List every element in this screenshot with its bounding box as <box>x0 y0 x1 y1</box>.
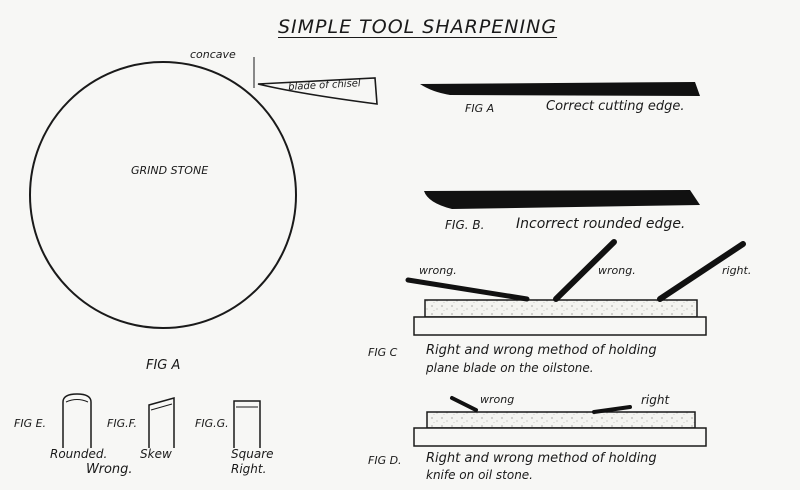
fig-a-caption: Correct cutting edge. <box>546 99 685 114</box>
page-title: SIMPLE TOOL SHARPENING <box>278 16 558 38</box>
fig-b-label: FIG. B. <box>445 218 485 232</box>
fig-c-blade-right <box>657 241 746 302</box>
fig-c-blade-wrong-flat <box>405 277 530 302</box>
grindstone-fig-label: FIG A <box>146 358 181 373</box>
fig-d-oilstone-top <box>426 411 696 429</box>
fig-d-caption-line2: knife on oil stone. <box>426 468 533 482</box>
chisel-blade <box>257 77 378 105</box>
fig-d-knife-wrong <box>450 396 478 412</box>
fig-c-oilstone-base <box>413 316 707 336</box>
fig-a-label: FIG A <box>465 102 495 115</box>
fig-f-caption: Skew <box>140 447 172 461</box>
fig-c-wrong-label-2: wrong. <box>598 264 636 277</box>
concave-label: concave <box>190 48 236 61</box>
fig-c-blade-wrong-steep <box>553 239 617 302</box>
fig-d-caption-line1: Right and wrong method of holding <box>426 451 657 466</box>
fig-g-caption-line1: Square <box>231 447 274 461</box>
fig-c-caption-line1: Right and wrong method of holding <box>426 343 657 358</box>
fig-c-oilstone-top <box>424 299 698 318</box>
fig-c-right-label: right. <box>722 264 752 277</box>
grindstone-wheel <box>29 61 297 329</box>
fig-d-right-label: right <box>641 393 670 407</box>
fig-f-blade <box>148 397 175 448</box>
grindstone-label: GRIND STONE <box>131 164 209 177</box>
fig-f-label: FIG.F. <box>107 417 137 430</box>
fig-b-blade <box>424 190 700 209</box>
fig-b-caption: Incorrect rounded edge. <box>516 216 686 232</box>
fig-e-blade <box>62 393 92 448</box>
fig-d-oilstone-base <box>413 427 707 447</box>
fig-c-wrong-label-1: wrong. <box>419 264 457 277</box>
fig-d-wrong-label: wrong <box>480 393 515 406</box>
fig-c-label: FIG C <box>368 346 398 359</box>
fig-e-caption-line1: Rounded. <box>50 447 108 461</box>
fig-e-caption-line2: Wrong. <box>86 462 133 477</box>
fig-e-label: FIG E. <box>14 417 47 430</box>
fig-g-blade <box>233 400 261 448</box>
fig-a-blade <box>420 82 700 96</box>
fig-d-knife-right <box>592 405 632 414</box>
fig-c-caption-line2: plane blade on the oilstone. <box>426 361 594 375</box>
fig-g-label: FIG.G. <box>195 417 229 430</box>
fig-g-caption-line2: Right. <box>231 462 267 476</box>
fig-d-label: FIG D. <box>368 454 402 467</box>
